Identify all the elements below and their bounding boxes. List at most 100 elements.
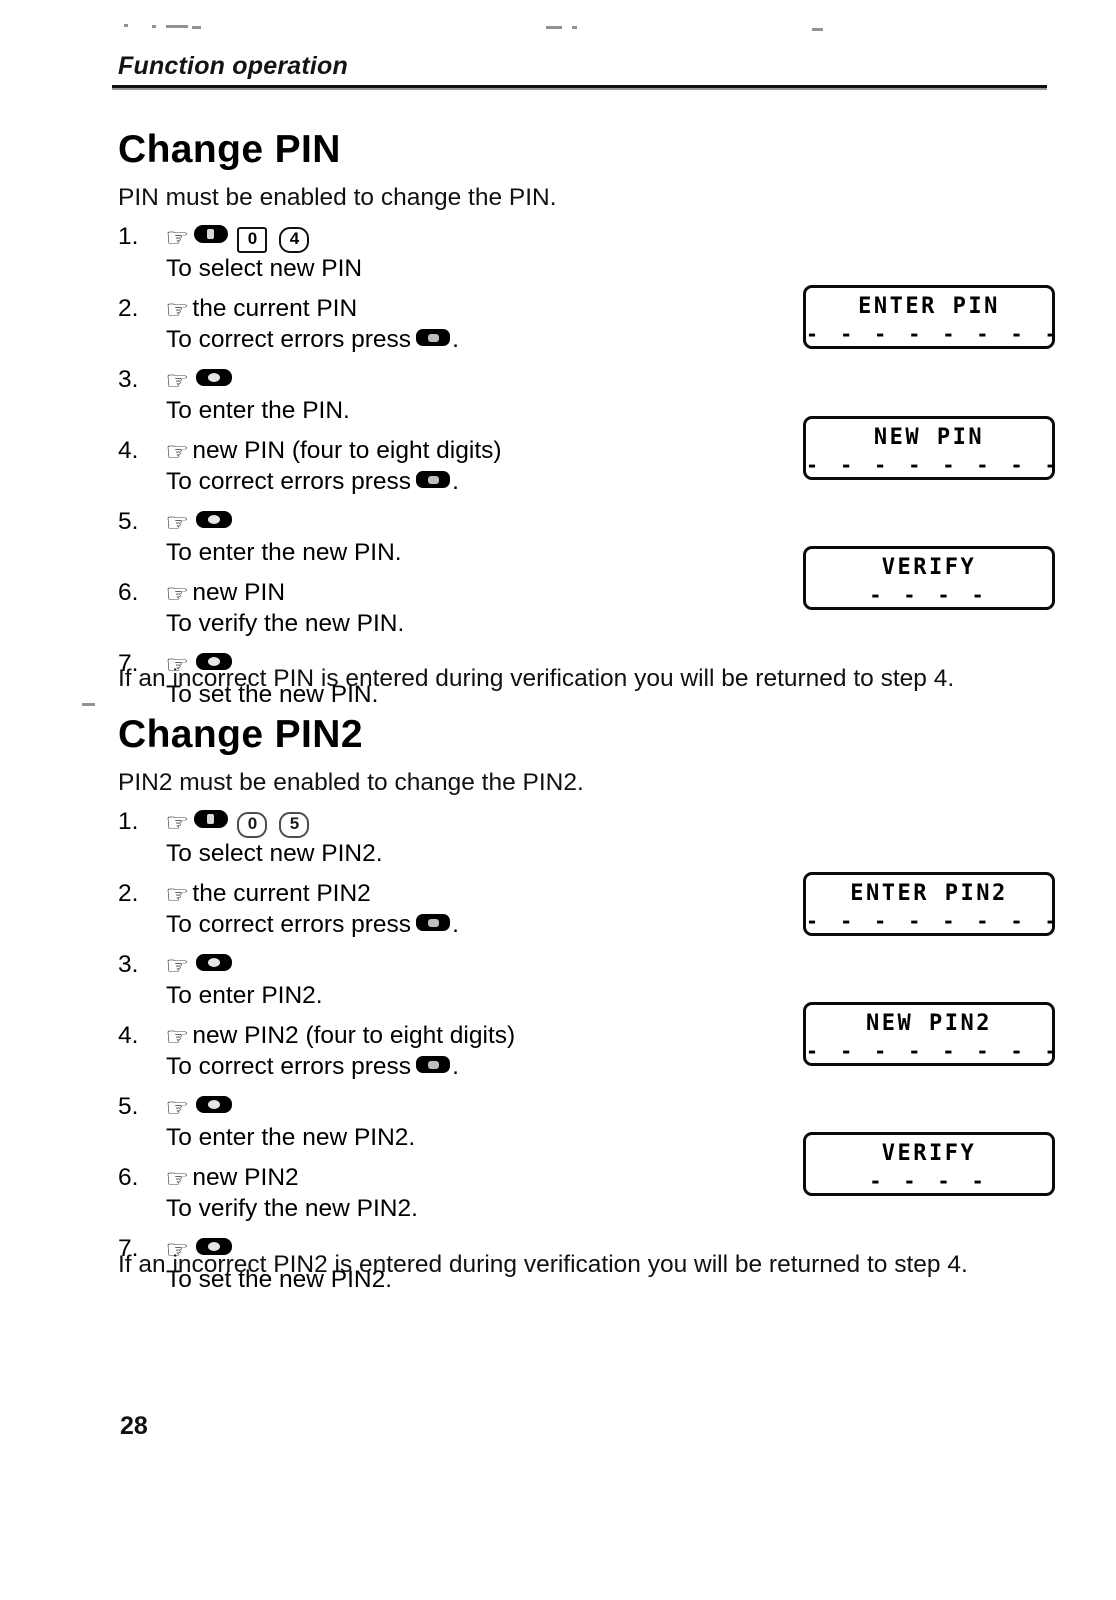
scan-artifact <box>152 25 156 28</box>
step-number: 3. <box>118 950 139 978</box>
step-keys-row: ☞ <box>165 364 758 395</box>
section-change-pin: Change PIN PIN must be enabled to change… <box>118 130 758 710</box>
step-keys-row: ☞the current PIN2 <box>165 878 778 909</box>
step-description: To verify the new PIN. <box>166 609 405 637</box>
step-description: To enter the new PIN2. <box>166 1123 416 1151</box>
step-keys-row: ☞ <box>165 1233 778 1264</box>
menu-key-icon <box>194 809 229 828</box>
step-number: 3. <box>118 365 139 393</box>
step-keys-row: ☞new PIN <box>165 577 758 608</box>
step-keys-row: ☞ <box>165 648 758 679</box>
step-number: 2. <box>118 879 139 907</box>
step-keys-row: ☞ <box>165 506 758 537</box>
hand-pointer-icon: ☞ <box>165 807 189 837</box>
digit-key-4: 4 <box>279 226 310 253</box>
lcd-display-enter-pin2: ENTER PIN2 - - - - - - - - <box>803 872 1062 936</box>
step-number: 6. <box>118 1163 139 1191</box>
lcd-line-placeholders: - - - - - - - - <box>806 909 1062 933</box>
lcd-line-primary: NEW PIN2 <box>866 1011 992 1036</box>
section-change-pin2: Change PIN2 PIN2 must be enabled to chan… <box>118 715 778 1295</box>
step-number: 4. <box>118 1021 139 1049</box>
step-description: To correct errors press. <box>166 909 778 940</box>
step-item: 2. ☞the current PIN To correct errors pr… <box>118 293 758 355</box>
scan-antifact <box>166 25 188 28</box>
step-description: To enter the new PIN. <box>166 538 402 566</box>
page-number: 28 <box>120 1412 148 1440</box>
step-number: 5. <box>118 507 139 535</box>
hand-pointer-icon: ☞ <box>165 649 189 679</box>
lcd-line-placeholders: - - - - - - - - <box>806 322 1062 346</box>
lcd-line-placeholders: - - - - - - - - <box>806 453 1062 477</box>
step-action-text: new PIN (four to eight digits) <box>192 436 502 464</box>
step-description: To enter PIN2. <box>166 981 323 1009</box>
step-keys-row: ☞the current PIN <box>165 293 758 324</box>
step-description: To select new PIN <box>166 254 363 282</box>
hand-pointer-icon: ☞ <box>165 1163 189 1193</box>
step-description-suffix: . <box>452 325 459 353</box>
ok-key-icon <box>196 510 233 528</box>
lcd-display-new-pin2: NEW PIN2 - - - - - - - - <box>803 1002 1057 1066</box>
hand-pointer-icon: ☞ <box>165 507 189 537</box>
header-rule-shadow <box>112 88 1047 90</box>
section-lead: PIN must be enabled to change the PIN. <box>118 184 557 211</box>
clear-key-icon <box>416 913 451 931</box>
step-description-suffix: . <box>452 467 459 495</box>
step-number: 7. <box>118 1234 139 1262</box>
section-lead: PIN2 must be enabled to change the PIN2. <box>118 769 584 796</box>
step-description-suffix: . <box>452 910 459 938</box>
scan-artifact <box>82 703 95 706</box>
digit-key-0: 0 <box>237 226 268 253</box>
step-description-suffix: . <box>452 1052 459 1080</box>
hand-pointer-icon: ☞ <box>165 578 189 608</box>
step-item: 5. ☞ To enter the new PIN2. <box>118 1091 778 1153</box>
section-title: Change PIN <box>118 128 341 171</box>
ok-key-icon <box>196 652 233 670</box>
step-number: 2. <box>118 294 139 322</box>
hand-pointer-icon: ☞ <box>165 1234 189 1264</box>
step-action-text: the current PIN2 <box>192 879 371 907</box>
hand-pointer-icon: ☞ <box>165 1092 189 1122</box>
step-description: To set the new PIN. <box>166 680 379 708</box>
step-description: To correct errors press. <box>166 466 758 497</box>
ok-key-icon <box>196 368 233 386</box>
lcd-line-primary: VERIFY <box>881 1141 977 1166</box>
scan-artifact <box>124 24 128 27</box>
hand-pointer-icon: ☞ <box>165 879 189 909</box>
scan-artifact <box>192 26 201 29</box>
step-number: 4. <box>118 436 139 464</box>
hand-pointer-icon: ☞ <box>165 950 189 980</box>
lcd-line-primary: VERIFY <box>881 555 977 580</box>
step-number: 1. <box>118 222 139 250</box>
lcd-display-new-pin: NEW PIN - - - - - - - - <box>803 416 1062 480</box>
step-description-text: To correct errors press <box>166 325 412 353</box>
step-action-text: the current PIN <box>192 294 358 322</box>
step-item: 6. ☞new PIN2 To verify the new PIN2. <box>118 1162 778 1224</box>
scan-artifact <box>546 26 562 29</box>
step-description: To correct errors press. <box>166 324 758 355</box>
step-action-text: new PIN <box>192 578 286 606</box>
step-item: 5. ☞ To enter the new PIN. <box>118 506 758 568</box>
section-title: Change PIN2 <box>118 713 363 756</box>
step-number: 5. <box>118 1092 139 1120</box>
step-item: 7. ☞ To set the new PIN2. <box>118 1233 778 1295</box>
step-number: 7. <box>118 649 139 677</box>
step-description-text: To correct errors press <box>166 910 412 938</box>
lcd-line-primary: ENTER PIN <box>858 294 1000 319</box>
header-rule <box>112 85 1047 88</box>
step-item: 7. ☞ To set the new PIN. <box>118 648 758 710</box>
hand-pointer-icon: ☞ <box>165 1021 189 1051</box>
hand-pointer-icon: ☞ <box>165 365 189 395</box>
hand-pointer-icon: ☞ <box>165 436 189 466</box>
lcd-display-verify-pin: VERIFY - - - - <box>803 546 1055 610</box>
step-item: 2. ☞the current PIN2 To correct errors p… <box>118 878 778 940</box>
section-closing-note: If an incorrect PIN is entered during ve… <box>118 665 955 692</box>
step-number: 6. <box>118 578 139 606</box>
step-keys-row: ☞ <box>165 1091 778 1122</box>
step-description-text: To correct errors press <box>166 1052 412 1080</box>
step-action-text: new PIN2 (four to eight digits) <box>192 1021 516 1049</box>
step-item: 3. ☞ To enter PIN2. <box>118 949 778 1011</box>
